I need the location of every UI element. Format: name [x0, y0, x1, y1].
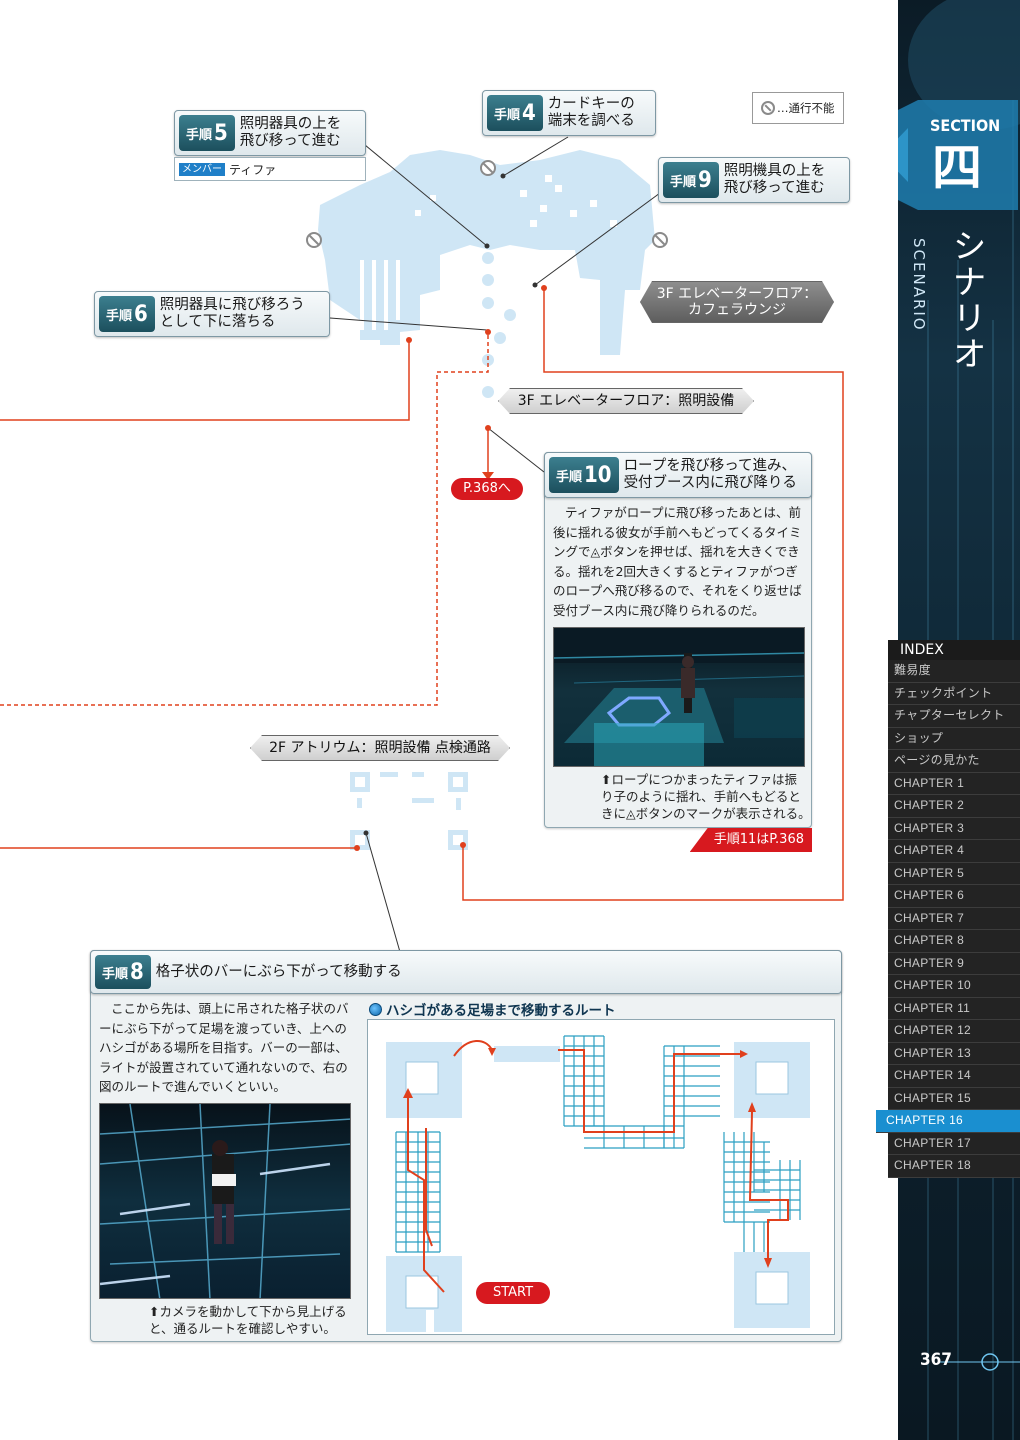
index-item[interactable]: CHAPTER 17 [888, 1132, 1020, 1155]
step-10-caption: ⬆ロープにつかまったティファは振り子のように揺れ、手前へもどるときに◬ボタンのマ… [601, 772, 811, 821]
step-5-text: 照明器具の上を飛び移って進む [239, 116, 342, 149]
step-11-ref[interactable]: 手順11はP.368 [689, 828, 812, 852]
index-item[interactable]: CHAPTER 9 [888, 952, 1020, 975]
sidebar-artwork [898, 0, 1020, 1440]
page-ref-368[interactable]: P.368へ [451, 478, 523, 500]
no-entry-icon [761, 101, 775, 115]
route-diagram: START [367, 1019, 835, 1335]
legend-text: …通行不能 [777, 101, 835, 115]
index-item[interactable]: CHAPTER 11 [888, 997, 1020, 1020]
index-item[interactable]: 難易度 [888, 660, 1020, 683]
step-10-text: ロープを飛び移って進み、受付ブース内に飛び降りる [623, 458, 797, 491]
index-item[interactable]: CHAPTER 5 [888, 862, 1020, 885]
index-item[interactable]: CHAPTER 4 [888, 840, 1020, 863]
start-label: START [476, 1282, 550, 1304]
banner-lighting: 3F エレベーターフロア：照明設備 [498, 388, 754, 414]
section-kanji: 四 [932, 139, 982, 197]
index-item[interactable]: CHAPTER 8 [888, 930, 1020, 953]
bars-screenshot [99, 1103, 351, 1299]
page-number: 367 [920, 1350, 952, 1370]
member-row: メンバー ティファ [174, 157, 366, 181]
index-title: INDEX [888, 640, 1020, 660]
bullet-icon [369, 1002, 382, 1016]
step-8-body: ここから先は、頭上に吊された格子状のバ ーにぶら下がって足場を渡っていき、上への… [99, 1001, 349, 1094]
index-item[interactable]: CHAPTER 7 [888, 907, 1020, 930]
game-scene-image [554, 628, 804, 766]
legend: …通行不能 [752, 92, 844, 124]
index-item[interactable]: CHAPTER 2 [888, 795, 1020, 818]
step-6-text: 照明器具に飛び移ろうとして下に落ちる [159, 297, 305, 330]
index-item[interactable]: CHAPTER 3 [888, 817, 1020, 840]
scenario-title-en: SCENARIO [910, 238, 928, 332]
banner-atrium: 2F アトリウム：照明設備 点検通路 [250, 735, 510, 761]
index-item[interactable]: CHAPTER 6 [888, 885, 1020, 908]
step-9-text: 照明機具の上を飛び移って進む [723, 163, 826, 196]
step-4-text: カードキーの端末を調べる [547, 96, 635, 129]
index-item[interactable]: CHAPTER 10 [888, 975, 1020, 998]
step-10-body: ティファがロープに飛び移ったあとは、前 後に揺れる彼女が手前へもどってくるタイミ… [553, 505, 802, 618]
route-title: ハシゴがある足場まで移動するルート [369, 999, 616, 1019]
index-item[interactable]: CHAPTER 16 [876, 1110, 1020, 1133]
scenario-title-jp: シナリオ [946, 228, 986, 372]
section-label: SECTION [930, 116, 1001, 135]
step-8-text: 格子状のバーにぶら下がって移動する [155, 963, 402, 980]
member-name: ティファ [229, 162, 277, 177]
floor-map [0, 136, 844, 953]
index-item[interactable]: CHAPTER 13 [888, 1042, 1020, 1065]
index-item[interactable]: CHAPTER 12 [888, 1020, 1020, 1043]
index-item[interactable]: チェックポイント [888, 682, 1020, 705]
banner-cafe-lounge: 3F エレベーターフロア：カフェラウンジ [640, 281, 834, 323]
tifa-rope-screenshot [553, 627, 805, 767]
index-item[interactable]: CHAPTER 14 [888, 1065, 1020, 1088]
member-badge: メンバー [179, 162, 225, 176]
index-item[interactable]: ページの見かた [888, 750, 1020, 773]
index-item[interactable]: CHAPTER 15 [888, 1087, 1020, 1110]
index-item[interactable]: ショップ [888, 727, 1020, 750]
index-item[interactable]: CHAPTER 1 [888, 772, 1020, 795]
game-scene-image [100, 1104, 350, 1298]
index-item[interactable]: CHAPTER 18 [888, 1155, 1020, 1178]
no-entry-icon [306, 160, 668, 248]
index-item[interactable]: チャプターセレクト [888, 705, 1020, 728]
step-8-caption: ⬆カメラを動かして下から見上げると、通るルートを確認しやすい。 [149, 1304, 347, 1336]
